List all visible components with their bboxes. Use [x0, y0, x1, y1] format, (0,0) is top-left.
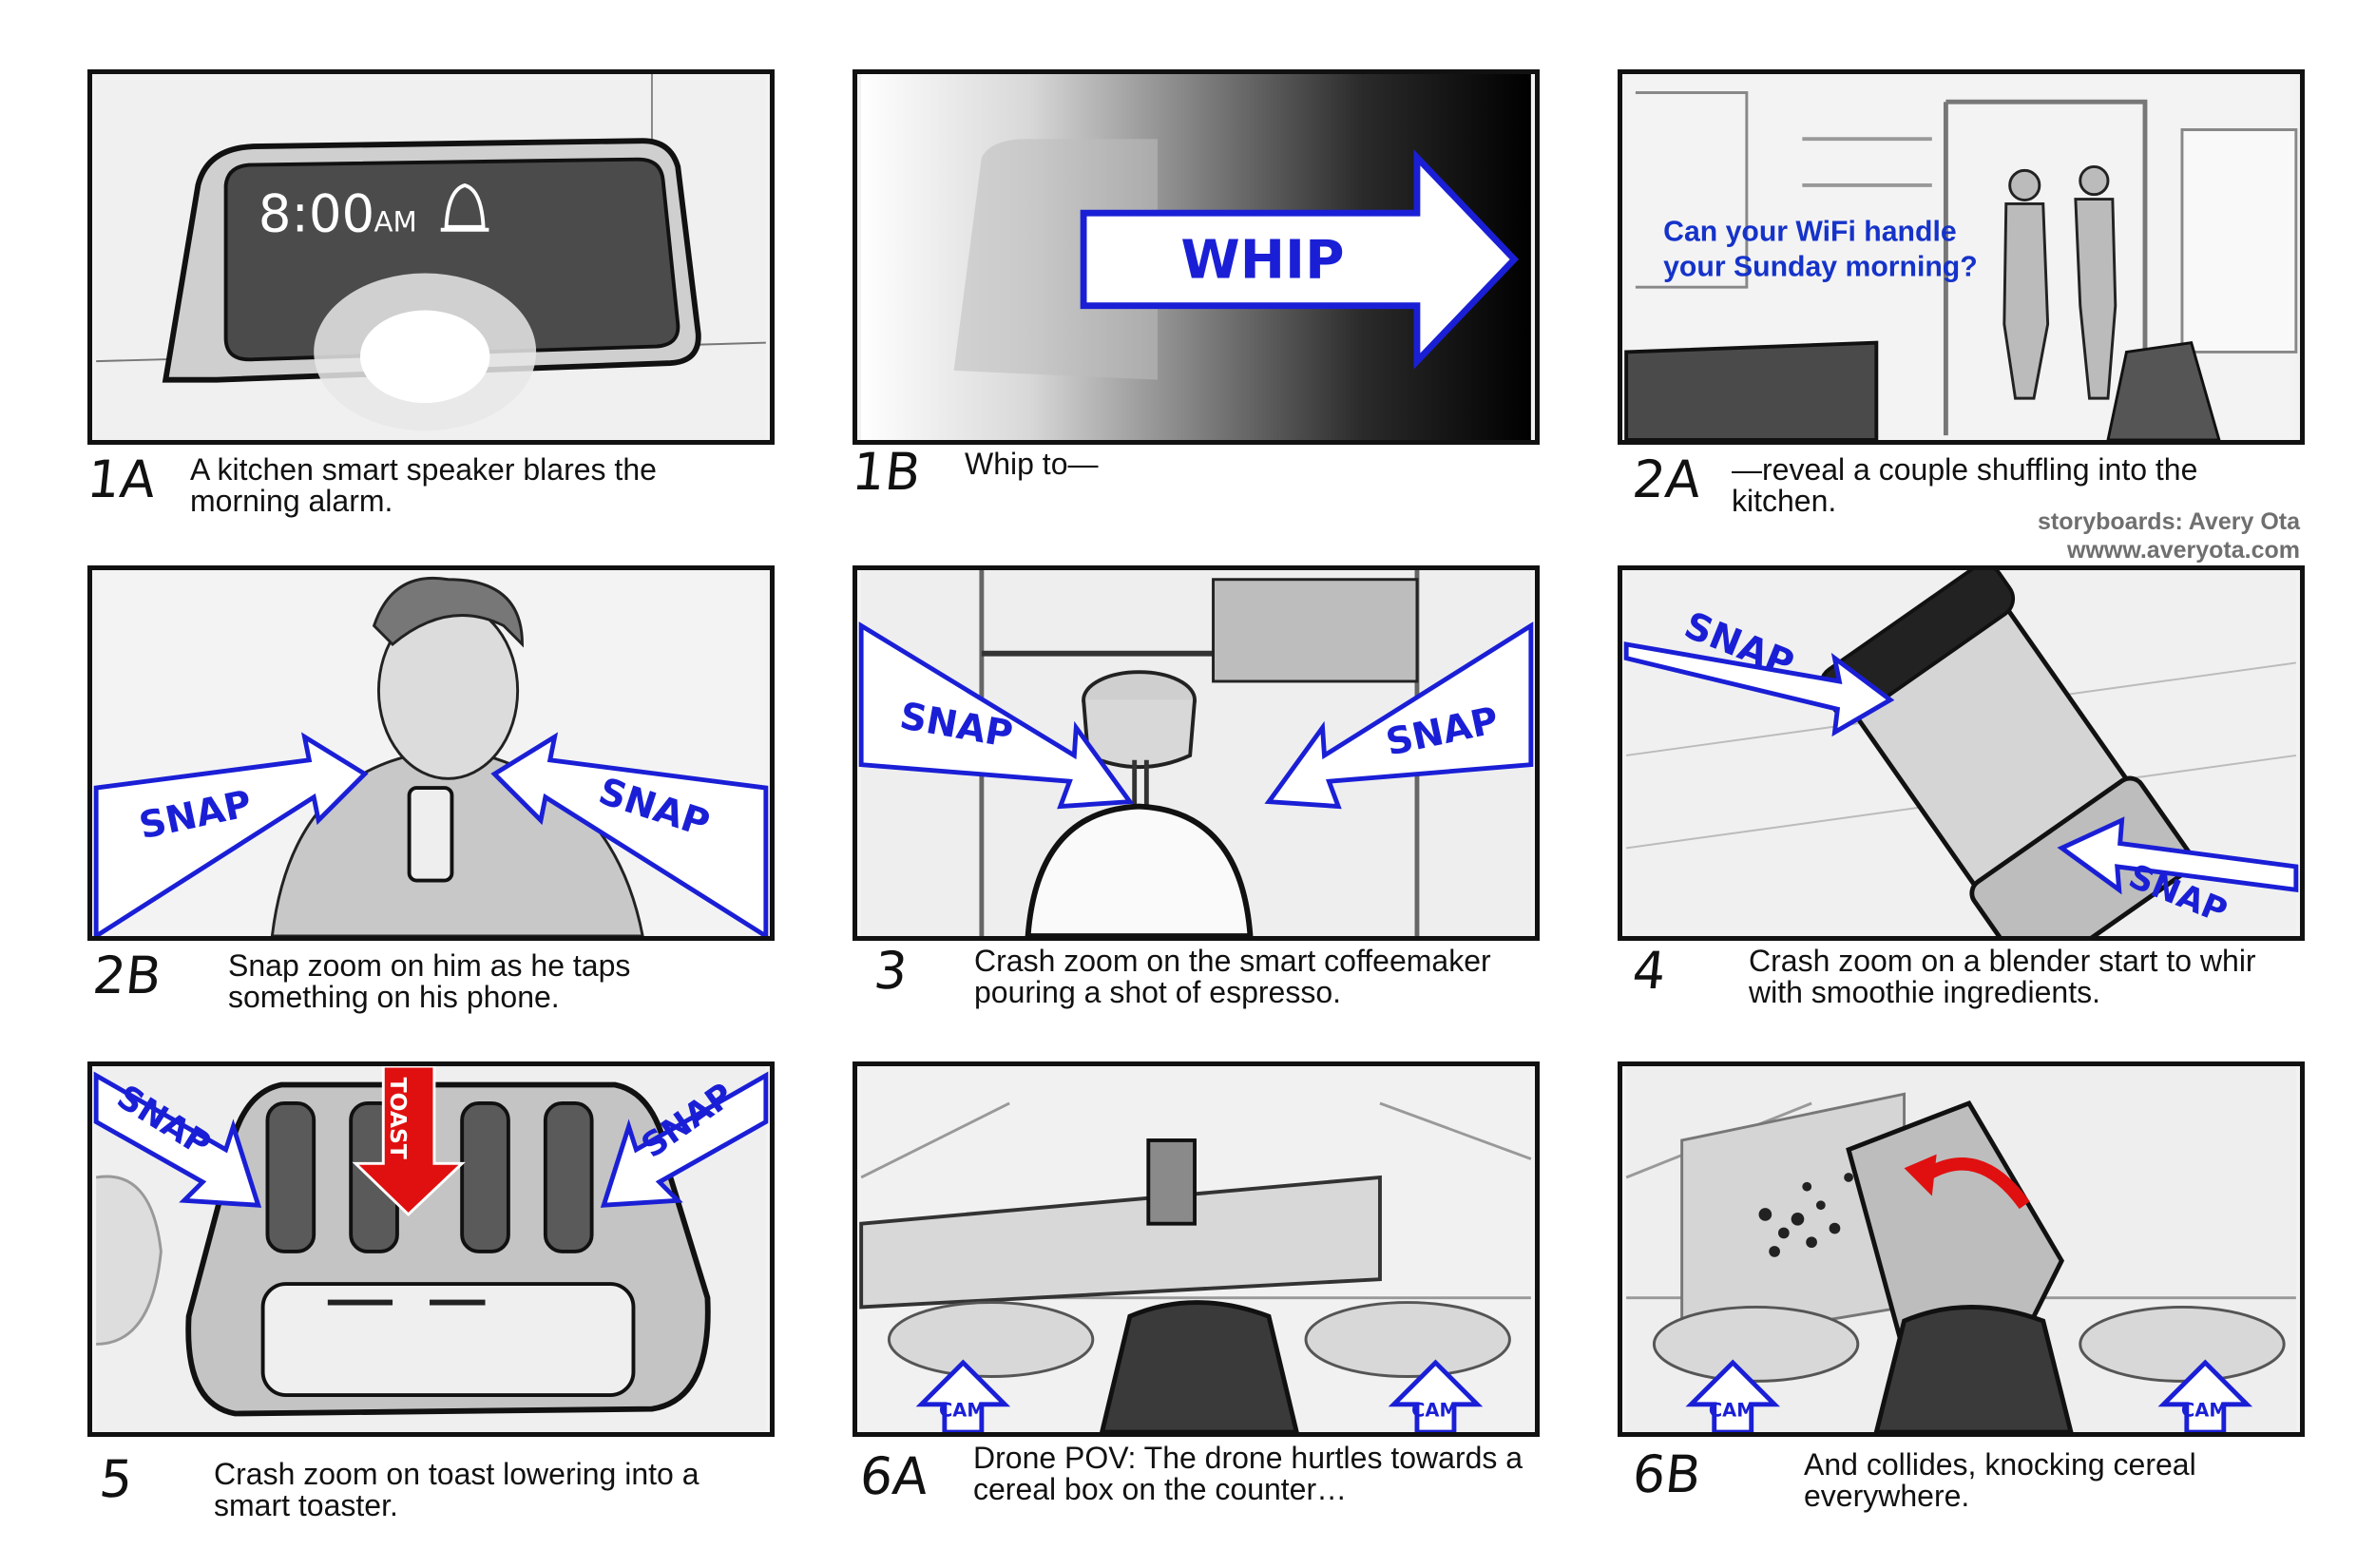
storyboard-credit: storyboards: Avery Ota wwww.averyota.com — [2038, 507, 2300, 564]
coffeemaker-drawing: SNAP SNAP — [858, 570, 1534, 936]
drone-pov-drawing: CAM CAM — [859, 1066, 1532, 1432]
panel-6a: CAM CAM — [853, 1061, 1540, 1437]
panel-2a: Can your WiFi handle your Sunday morning… — [1618, 69, 2305, 445]
whip-label: WHIP — [1180, 229, 1344, 291]
cam-left-label: CAM — [939, 1399, 986, 1421]
toast-label: TOAST — [385, 1078, 412, 1159]
panel-3-caption: Crash zoom on the smart coffeemaker pour… — [974, 944, 1491, 1009]
panel-2a-caption: —reveal a couple shuffling into the kitc… — [1732, 452, 2198, 518]
cam-left-label: CAM — [1709, 1399, 1755, 1421]
credit-url: wwww.averyota.com — [2067, 537, 2300, 564]
panel-1b-number: 1B — [849, 442, 924, 502]
panel-2b-number: 2B — [89, 946, 164, 1005]
panel-3: SNAP SNAP — [853, 565, 1540, 941]
panel-6a-number: 6A — [856, 1446, 931, 1506]
cam-right-label: CAM — [1411, 1399, 1458, 1421]
panel-1b: WHIP — [853, 69, 1540, 445]
panel-1a: 8:00 AM — [87, 69, 775, 445]
drone-collision-drawing: CAM CAM — [1625, 1066, 2296, 1432]
panel-6b-number: 6B — [1629, 1444, 1704, 1504]
bell-icon — [440, 182, 489, 232]
panel-4-number: 4 — [1629, 941, 1669, 1001]
blender-drawing: SNAP SNAP — [1623, 570, 2299, 936]
panel-4: SNAP SNAP — [1618, 565, 2305, 941]
couple-kitchen-drawing: Can your WiFi handle your Sunday morning… — [1624, 74, 2298, 440]
question-line1: Can your WiFi handle — [1663, 216, 1956, 247]
smart-speaker-drawing: 8:00 AM — [96, 74, 766, 440]
panel-6b-caption: And collides, knocking cereal everywhere… — [1804, 1447, 2196, 1513]
panel-5: TOAST SNAP SNAP — [87, 1061, 775, 1437]
credit-name: storyboards: Avery Ota — [2037, 508, 2300, 535]
panel-2b: SNAP SNAP — [87, 565, 775, 941]
panel-2a-number: 2A — [1629, 449, 1704, 509]
panel-6b: CAM CAM — [1618, 1061, 2305, 1437]
cam-right-label: CAM — [2181, 1399, 2228, 1421]
panel-4-caption: Crash zoom on a blender start to whir wi… — [1749, 944, 2256, 1009]
panel-1a-number: 1A — [84, 449, 159, 509]
whip-pan-drawing: WHIP — [861, 74, 1531, 440]
panel-1b-caption: Whip to— — [965, 447, 1099, 481]
panel-5-number: 5 — [96, 1449, 136, 1509]
panel-1a-caption: A kitchen smart speaker blares the morni… — [190, 452, 657, 518]
panel-2b-caption: Snap zoom on him as he taps something on… — [228, 948, 631, 1014]
panel-3-number: 3 — [871, 941, 910, 1001]
toaster-drawing: TOAST SNAP SNAP — [93, 1066, 769, 1432]
panel-5-caption: Crash zoom on toast lowering into a smar… — [214, 1457, 699, 1522]
alarm-ampm: AM — [374, 206, 417, 239]
panel-6a-caption: Drone POV: The drone hurtles towards a c… — [973, 1441, 1523, 1506]
alarm-time: 8:00 — [259, 183, 375, 244]
phone-snap-drawing: SNAP SNAP — [93, 570, 769, 936]
question-line2: your Sunday morning? — [1663, 251, 1978, 282]
